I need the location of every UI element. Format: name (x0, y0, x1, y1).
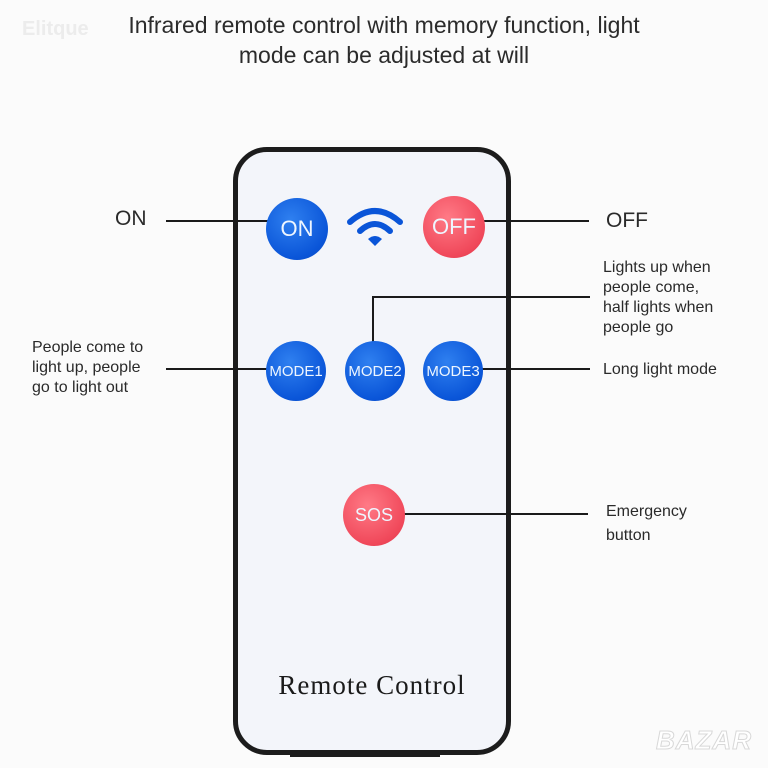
off-button-label: OFF (432, 214, 476, 239)
sos-button-label: SOS (354, 504, 393, 525)
on-button-label: ON (280, 216, 314, 241)
callout-line-mode1 (166, 368, 270, 370)
callout-mode1-line2: light up, people (32, 359, 141, 376)
callout-line-off (483, 220, 589, 222)
mode2-button[interactable]: MODE2 (345, 341, 405, 401)
off-button[interactable]: OFF (423, 196, 485, 258)
callout-sos: Emergency button (606, 500, 687, 548)
callout-mode3: Long light mode (603, 361, 717, 378)
callout-line-mode3-inner (480, 368, 512, 370)
callout-mode2-line1: Lights up when (603, 259, 711, 276)
callout-mode2: Lights up when people come, half lights … (603, 258, 713, 338)
callout-line-sos-inner (400, 513, 512, 515)
remote-control-label: Remote Control (278, 670, 466, 700)
remote-bottom-edge (290, 752, 440, 757)
page-title: Infrared remote control with memory func… (0, 10, 768, 70)
callout-mode1-line1: People come to (32, 339, 144, 356)
callout-sos-line2: button (606, 527, 651, 544)
mode3-button[interactable]: MODE3 (423, 341, 483, 401)
watermark-bazar: BAZAR (656, 725, 752, 756)
mode2-button-label: MODE2 (348, 362, 402, 380)
watermark-elitque: Elitque (22, 18, 89, 40)
callout-line-mode1-inner (233, 368, 270, 370)
wifi-icon (346, 206, 404, 248)
callout-mode2-line4: people go (603, 319, 674, 336)
callout-off: OFF (606, 209, 648, 232)
callout-sos-line1: Emergency (606, 503, 687, 520)
mode1-button[interactable]: MODE1 (266, 341, 326, 401)
callout-mode2-line2: people come, (603, 279, 700, 296)
mode1-button-label: MODE1 (269, 362, 323, 380)
title-line-1: Infrared remote control with memory func… (128, 12, 640, 38)
callout-line-mode2-vert-inner (372, 296, 374, 344)
callout-line-off-inner (482, 220, 512, 222)
callout-line-mode2-inner (372, 296, 512, 298)
callout-on: ON (115, 207, 147, 230)
title-line-2: mode can be adjusted at will (238, 42, 530, 68)
mode3-button-label: MODE3 (426, 362, 480, 380)
sos-button[interactable]: SOS (343, 484, 405, 546)
callout-mode2-line3: half lights when (603, 299, 714, 316)
callout-mode1-line3: go to light out (32, 379, 129, 396)
on-button[interactable]: ON (266, 198, 328, 260)
callout-line-on-inner (233, 220, 269, 222)
callout-mode1: People come to light up, people go to li… (32, 338, 143, 398)
callout-line-mode3 (482, 368, 590, 370)
callout-line-on (166, 220, 268, 222)
